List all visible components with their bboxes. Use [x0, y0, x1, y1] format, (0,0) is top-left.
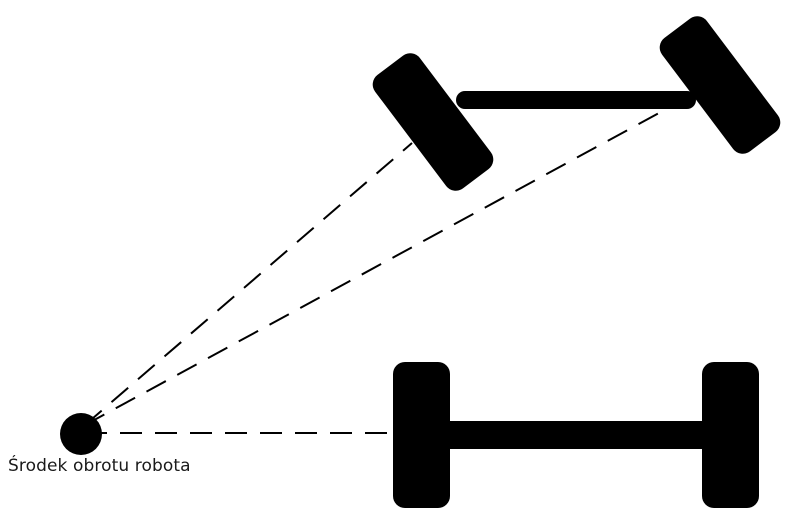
guide-line-to-front-right-wheel [84, 106, 671, 426]
rear-left-wheel [393, 362, 450, 508]
rotation-center-label: Środek obrotu robota [8, 456, 191, 476]
front-left-wheel [372, 53, 494, 191]
rear-axle-bar [425, 421, 725, 449]
front-axle-bar [456, 91, 696, 109]
front-axle-assembly [372, 16, 781, 191]
guide-lines [84, 106, 671, 434]
guide-line-to-front-left-wheel [84, 142, 413, 426]
front-right-wheel [659, 16, 781, 154]
rotation-center-point [60, 413, 102, 455]
rear-right-wheel [702, 362, 759, 508]
rear-axle-assembly [393, 362, 759, 508]
